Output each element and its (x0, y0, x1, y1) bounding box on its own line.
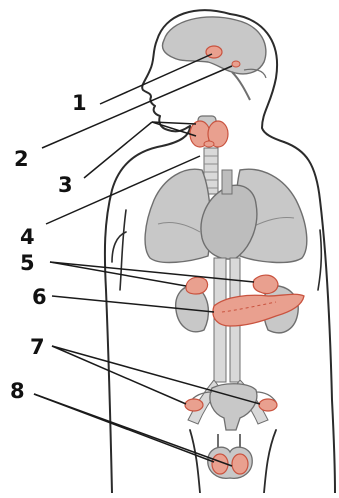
label-3: 3 (58, 173, 73, 197)
label-1: 1 (72, 91, 87, 115)
label-6: 6 (32, 285, 47, 309)
pointer-line-3a (84, 122, 152, 178)
pointer-line-1 (100, 54, 212, 104)
thyroid-gland-icon (190, 116, 228, 147)
label-2: 2 (14, 147, 29, 171)
pineal-gland-icon (232, 61, 240, 67)
label-4: 4 (20, 225, 35, 249)
pointer-line-7b (52, 346, 260, 404)
testis-icon (208, 434, 252, 478)
label-5: 5 (20, 251, 35, 275)
label-8: 8 (10, 379, 25, 403)
label-7: 7 (30, 335, 45, 359)
pointer-line-7a (52, 346, 186, 404)
